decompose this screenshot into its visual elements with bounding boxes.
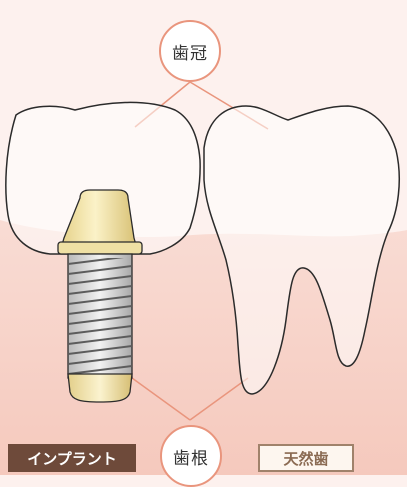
- crown-label: 歯冠: [159, 20, 221, 82]
- implant-tip: [68, 374, 132, 402]
- implant-collar: [58, 242, 142, 254]
- natural-tooth-tag: 天然歯: [258, 444, 354, 472]
- implant-tag: インプラント: [8, 444, 136, 472]
- root-label: 歯根: [160, 425, 222, 487]
- implant-screw: [68, 254, 132, 378]
